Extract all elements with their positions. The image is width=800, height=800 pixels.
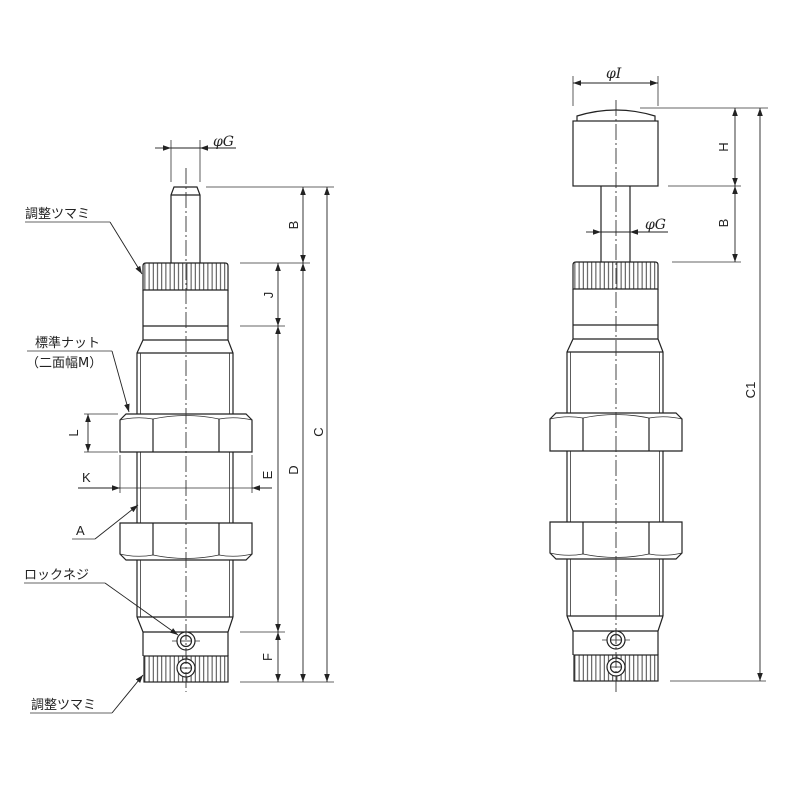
dim-label-phi-g: φG — [213, 134, 234, 150]
dim-label-h: H — [716, 142, 731, 151]
dim-label-b: B — [716, 219, 731, 228]
callout-adjust-knob-bottom: 調整ツマミ — [30, 674, 144, 714]
dim-k: K — [78, 455, 272, 493]
dim-label-d: D — [286, 465, 301, 474]
dim-b: B — [286, 187, 306, 263]
extension-lines — [206, 186, 334, 683]
dim-label-b: B — [286, 221, 301, 230]
dim-d: D — [286, 262, 306, 682]
dim-phi-g: φG — [155, 134, 236, 182]
dim-phi-i: φI — [572, 66, 659, 106]
callout-label: 調整ツマミ — [25, 207, 90, 222]
callout-label: 調整ツマミ — [31, 698, 96, 713]
callout-adjust-knob-top: 調整ツマミ — [25, 207, 143, 275]
dim-j: J — [261, 262, 281, 327]
dim-label-c: C — [311, 427, 326, 436]
dim-label-l: L — [66, 429, 81, 436]
left-view: φG B D C J E — [24, 134, 334, 714]
callout-label: 標準ナット — [35, 335, 100, 351]
urethane-cap — [572, 109, 659, 187]
dim-label-f: F — [260, 653, 275, 661]
right-view: φI φG H B C1 — [549, 66, 768, 692]
dim-b: B — [716, 186, 738, 262]
dim-h: H — [716, 108, 738, 186]
callout-standard-nut: 標準ナット （二面幅M） — [26, 335, 130, 413]
extension-lines — [640, 107, 768, 682]
dim-label-c1: C1 — [743, 382, 758, 399]
callout-label: A — [76, 523, 85, 538]
callout-label: ロックネジ — [24, 568, 89, 583]
callout-lock-screw: ロックネジ — [24, 568, 179, 636]
callout-part-a: A — [72, 504, 139, 540]
dim-c: C — [311, 187, 330, 682]
dim-label-k: K — [82, 470, 91, 485]
dim-label-phi-i: φI — [606, 66, 622, 82]
dim-e: E — [260, 325, 281, 632]
dim-label-e: E — [260, 470, 275, 479]
piston-rod — [170, 186, 201, 263]
dim-f: F — [260, 632, 281, 682]
dim-c1: C1 — [743, 108, 763, 681]
dim-label-phi-g: φG — [645, 217, 666, 233]
piston-rod — [600, 186, 631, 263]
dim-l: L — [66, 413, 118, 453]
dim-label-j: J — [261, 292, 276, 299]
dim-phi-g: φG — [586, 217, 668, 235]
callout-note: （二面幅M） — [26, 356, 102, 371]
